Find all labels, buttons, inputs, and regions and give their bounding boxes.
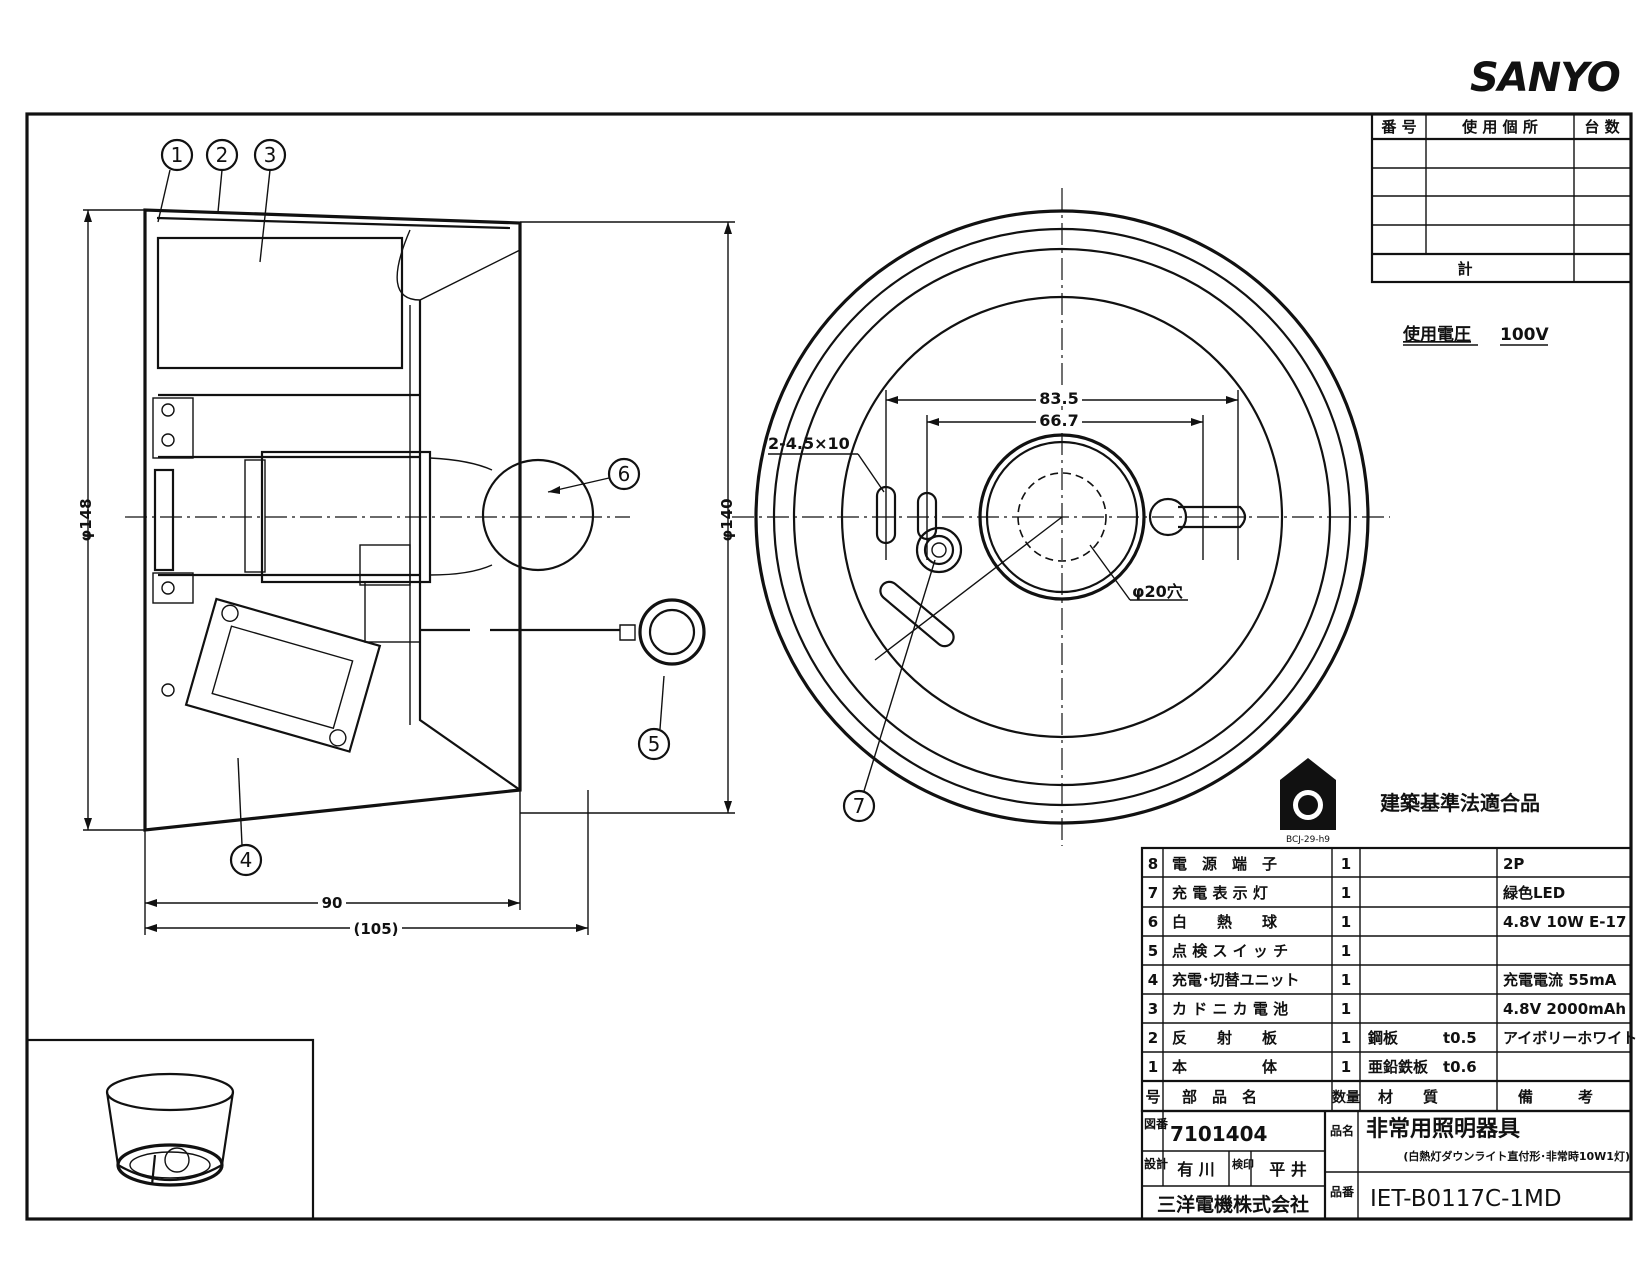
product-no-label: 品番 — [1330, 1184, 1355, 1199]
svg-text:3: 3 — [264, 143, 277, 167]
callout-2: 2 — [205, 138, 239, 213]
product-no: IET-B0117C-1MD — [1370, 1186, 1562, 1212]
sanyo-logo: SANYO — [1470, 55, 1620, 101]
part-1-material: 亜鉛鉄板 t0.6 — [1368, 1058, 1477, 1076]
dim-pitch-83-5: 83.5 — [1039, 389, 1078, 408]
usage-header-no: 番 号 — [1380, 118, 1416, 136]
title-block: 図番 7101404 設計 有 川 検印 平 井 三洋電機株式会社 品名 非常用… — [1140, 1109, 1633, 1221]
voltage-value: 100V — [1500, 325, 1549, 345]
part-1-qty: 1 — [1341, 1058, 1351, 1076]
part-6-qty: 1 — [1341, 913, 1351, 931]
dim-pitch-66-7: 66.7 — [1039, 411, 1078, 430]
part-5-qty: 1 — [1341, 942, 1351, 960]
callout-5: 5 — [637, 675, 671, 761]
parts-header-no: 号 — [1145, 1088, 1160, 1106]
usage-header-count: 台 数 — [1584, 118, 1620, 136]
usage-header-place: 使 用 個 所 — [1461, 118, 1538, 136]
checker: 平 井 — [1269, 1160, 1307, 1179]
svg-text:2: 2 — [216, 143, 229, 167]
part-3-remarks: 4.8V 2000mAh — [1503, 1000, 1626, 1018]
part-5-no: 5 — [1148, 942, 1158, 960]
cert-label: 建築基準法適合品 — [1380, 791, 1540, 815]
part-7-name: 充 電 表 示 灯 — [1172, 884, 1268, 902]
part-4-name: 充電･切替ユニット — [1172, 971, 1300, 989]
product-name: 非常用照明器具 — [1366, 1116, 1520, 1142]
callout-3: 3 — [253, 138, 287, 263]
parts-table: 8 電 源 端 子 1 2P 7 充 電 表 示 灯 1 緑色LED 6 白 熱… — [1140, 846, 1637, 1113]
perspective-sketch — [25, 1038, 315, 1221]
part-2-qty: 1 — [1341, 1029, 1351, 1047]
part-6-no: 6 — [1148, 913, 1158, 931]
part-3-no: 3 — [1148, 1000, 1158, 1018]
part-8-remarks: 2P — [1503, 855, 1524, 873]
part-6-name: 白 熱 球 — [1172, 913, 1278, 931]
svg-text:6: 6 — [618, 462, 631, 486]
plan-view: 83.5 66.7 2-4.5×10 φ20穴 7 — [732, 188, 1390, 846]
drawing-no-label: 図番 — [1144, 1116, 1169, 1131]
sheet-border — [25, 112, 1633, 1221]
company-name: 三洋電機株式会社 — [1157, 1193, 1309, 1216]
callout-7: 7 — [842, 559, 936, 823]
cert-code: BCJ-29-h9 — [1286, 835, 1330, 845]
product-subtitle: (白熱灯ダウンライト直付形･非常時10W1灯) — [1403, 1149, 1630, 1163]
design-label: 設計 — [1144, 1156, 1168, 1171]
side-view: φ148 φ140 90 (105) 1 2 — [77, 138, 736, 938]
dim-phi148: φ148 — [77, 498, 95, 541]
drawing-no: 7101404 — [1170, 1122, 1267, 1146]
part-7-remarks: 緑色LED — [1503, 884, 1565, 902]
part-1-no: 1 — [1148, 1058, 1158, 1076]
part-5-name: 点 検 ス イ ッ チ — [1172, 942, 1288, 960]
dim-depth: 90 — [322, 894, 343, 912]
callout-4: 4 — [229, 757, 263, 877]
part-8-name: 電 源 端 子 — [1172, 855, 1277, 873]
usage-total-label: 計 — [1457, 260, 1472, 278]
product-name-label: 品名 — [1330, 1123, 1354, 1138]
check-label: 検印 — [1232, 1157, 1254, 1171]
part-7-no: 7 — [1148, 884, 1158, 902]
dim-phi140: φ140 — [718, 498, 736, 541]
part-1-name: 本 体 — [1172, 1058, 1278, 1076]
part-2-material: 鋼板 t0.5 — [1367, 1029, 1477, 1047]
part-6-remarks: 4.8V 10W E-17 — [1503, 913, 1626, 931]
parts-header-material: 材 質 — [1378, 1088, 1438, 1106]
parts-header-remarks: 備 考 — [1518, 1088, 1593, 1106]
svg-text:4: 4 — [240, 848, 253, 872]
part-4-remarks: 充電電流 55mA — [1503, 971, 1617, 989]
svg-text:1: 1 — [171, 143, 184, 167]
usage-table: 番 号 使 用 個 所 台 数 計 — [1370, 112, 1633, 284]
part-4-no: 4 — [1148, 971, 1158, 989]
part-2-no: 2 — [1148, 1029, 1158, 1047]
dim-slots: 2-4.5×10 — [768, 434, 850, 453]
callout-1: 1 — [157, 138, 194, 223]
part-3-qty: 1 — [1341, 1000, 1351, 1018]
parts-header-name: 部 品 名 — [1182, 1088, 1257, 1106]
svg-text:7: 7 — [853, 794, 866, 818]
part-8-qty: 1 — [1341, 855, 1351, 873]
certification-mark: BCJ-29-h9 — [1280, 758, 1336, 845]
part-8-no: 8 — [1148, 855, 1158, 873]
dim-depth-total: (105) — [353, 920, 398, 938]
voltage-label: 使用電圧 — [1402, 324, 1471, 345]
parts-header-qty: 数量 — [1332, 1089, 1360, 1106]
callout-6: 6 — [547, 457, 641, 494]
part-7-qty: 1 — [1341, 884, 1351, 902]
dim-hole: φ20穴 — [1132, 582, 1183, 601]
part-2-remarks: アイボリーホワイト — [1503, 1029, 1637, 1047]
svg-text:5: 5 — [648, 732, 661, 756]
designer: 有 川 — [1177, 1160, 1215, 1179]
part-2-name: 反 射 板 — [1172, 1029, 1278, 1047]
part-3-name: カ ド ニ カ 電 池 — [1172, 1000, 1288, 1018]
part-4-qty: 1 — [1341, 971, 1351, 989]
